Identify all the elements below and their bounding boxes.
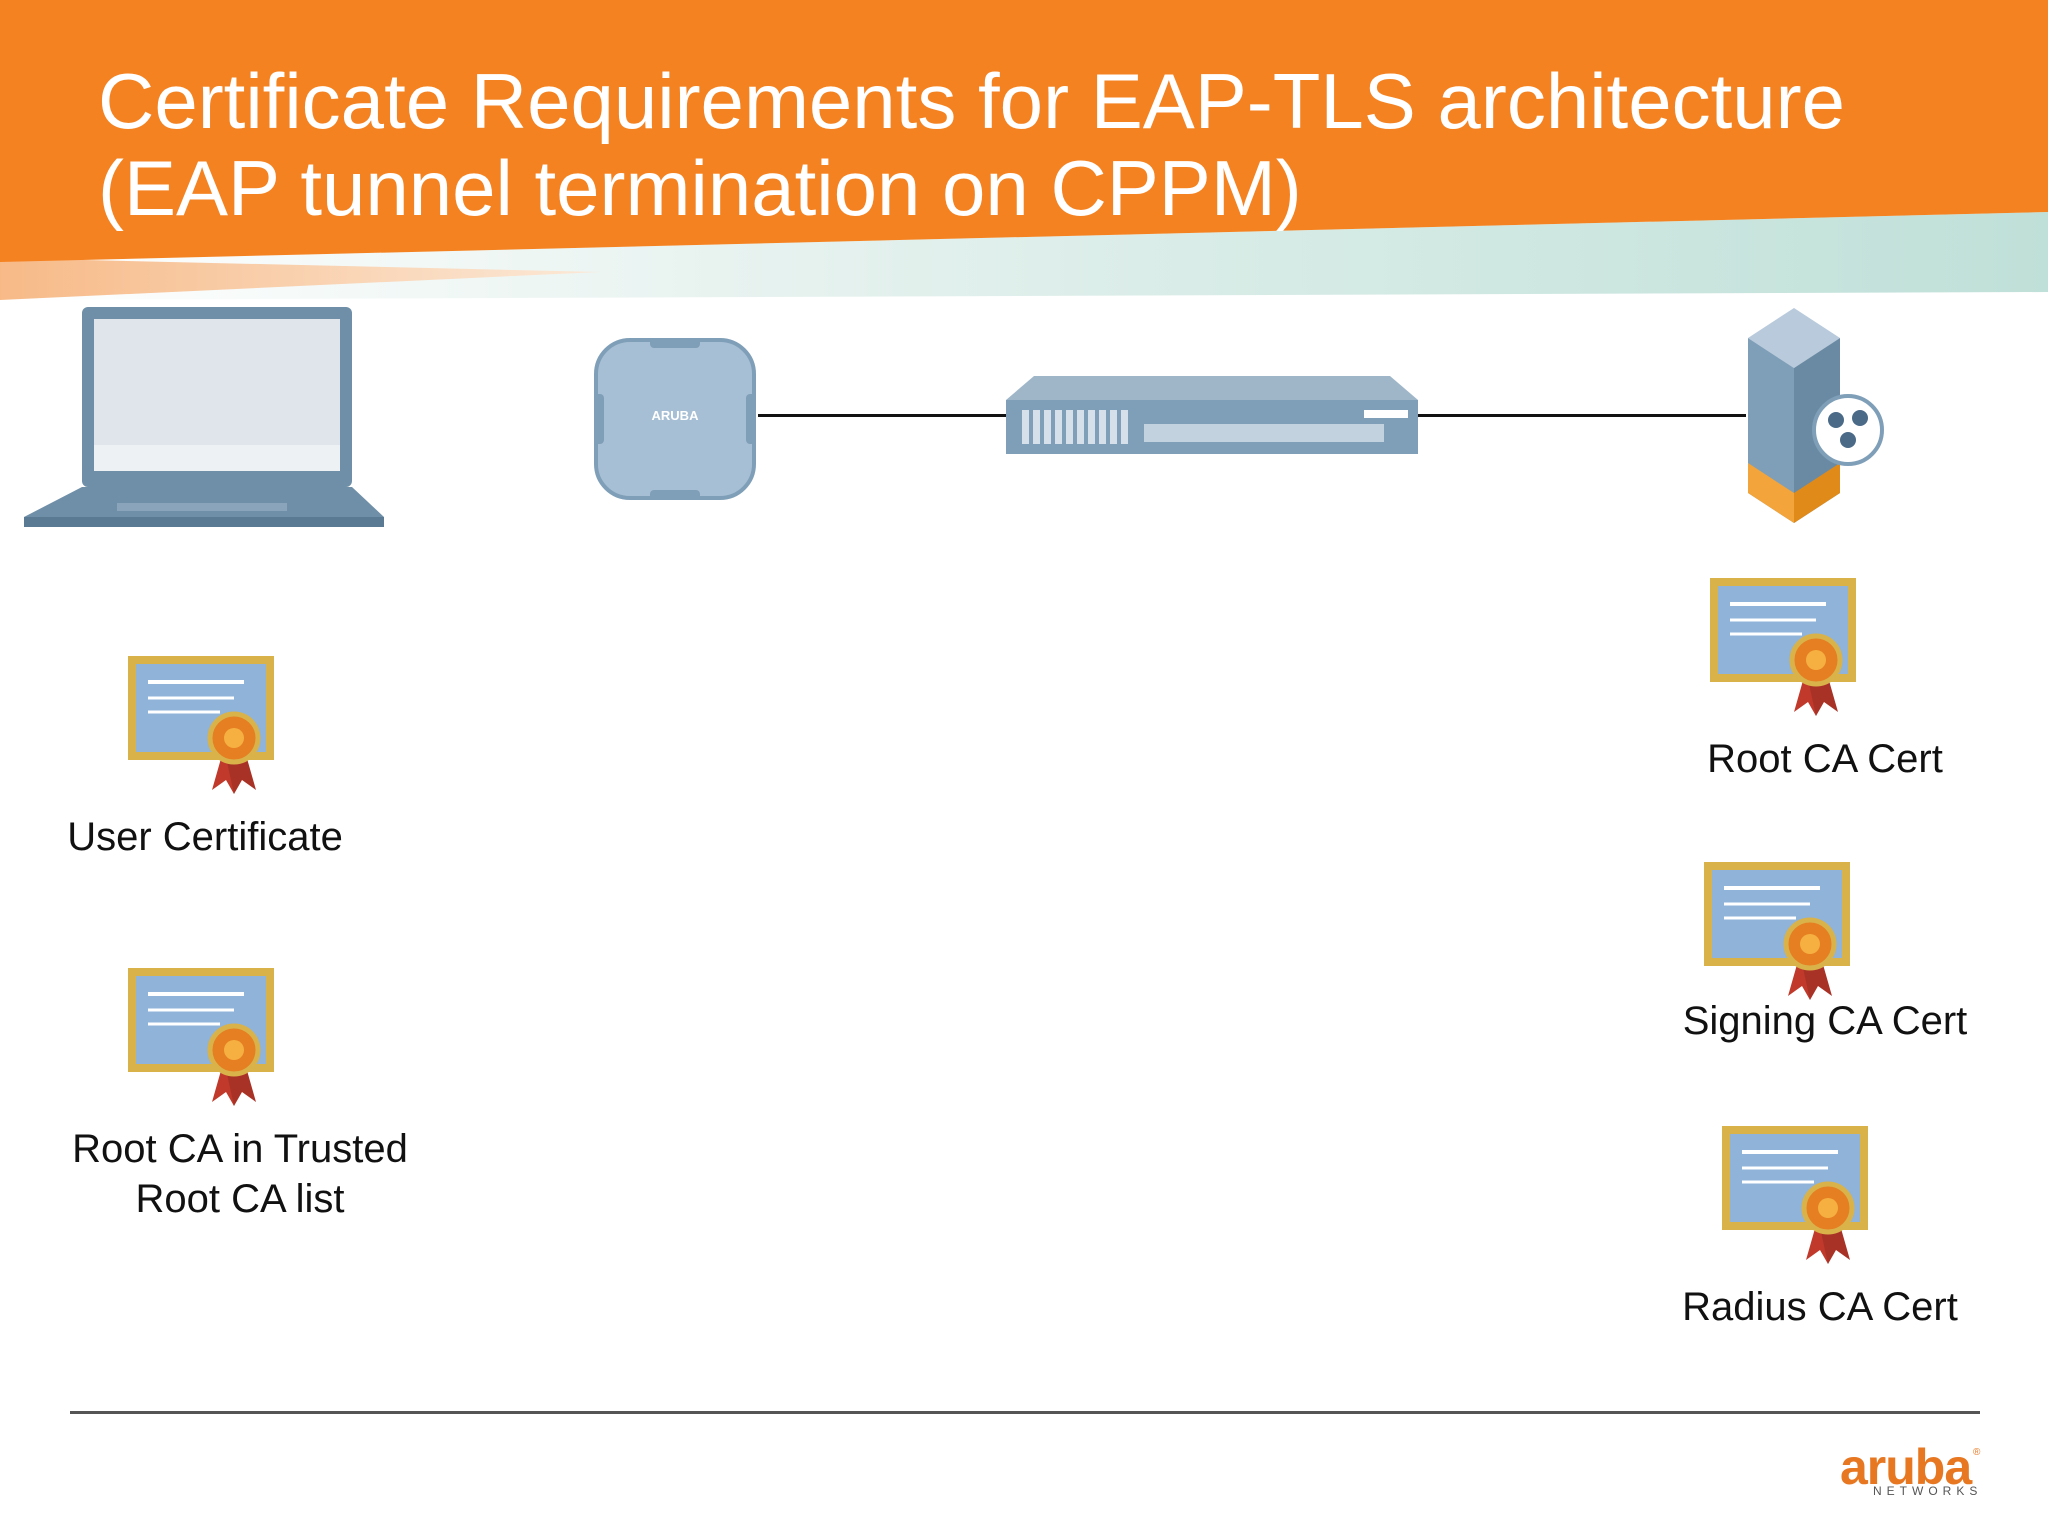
user-certificate-icon (128, 656, 274, 794)
server-icon (1748, 308, 1884, 523)
signing-ca-cert-label: Signing CA Cert (1682, 999, 1968, 1043)
radius-ca-cert-icon (1722, 1126, 1868, 1264)
laptop-icon (24, 307, 384, 527)
trusted-root-ca-label-line-1: Root CA in Trusted (72, 1127, 408, 1171)
slide-title-line-1: Certificate Requirements for EAP-TLS arc… (98, 57, 1846, 145)
header-banner (0, 0, 2048, 300)
trusted-root-ca-icon (128, 968, 274, 1106)
slide-title-line-2: (EAP tunnel termination on CPPM) (98, 144, 1302, 232)
aruba-logo-subtext: NETWORKS (1873, 1484, 1983, 1498)
access-point-brand: ARUBA (652, 408, 700, 423)
link-controller-to-server (1418, 414, 1746, 417)
aruba-logo-wordmark: aruba (1840, 1439, 1972, 1495)
signing-ca-cert-icon (1704, 862, 1850, 1000)
footer-rule (70, 1411, 1980, 1414)
radius-ca-cert-label: Radius CA Cert (1682, 1285, 1958, 1329)
trusted-root-ca-label-line-2: Root CA list (135, 1177, 345, 1221)
root-ca-cert-icon (1710, 578, 1856, 716)
aruba-logo-registered-mark: ® (1973, 1447, 1981, 1458)
access-point-icon: ARUBA (594, 338, 756, 500)
user-certificate-label: User Certificate (67, 815, 343, 859)
root-ca-cert-label: Root CA Cert (1707, 737, 1943, 781)
link-ap-to-controller (758, 414, 1008, 417)
controller-icon (1006, 376, 1418, 454)
